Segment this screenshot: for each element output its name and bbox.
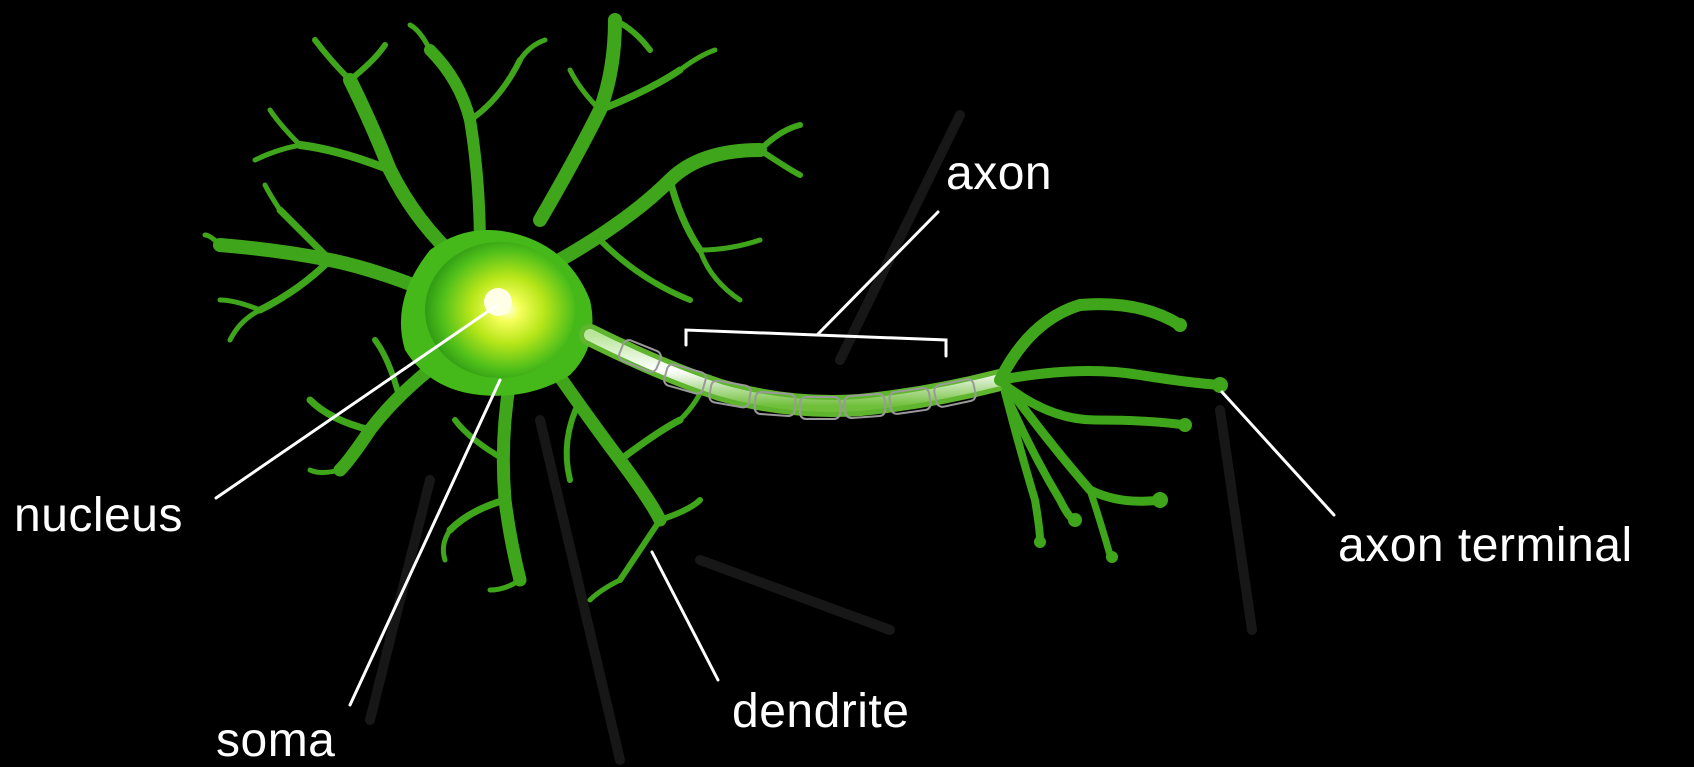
axon-bracket: [686, 330, 946, 356]
label-axon: axon: [946, 150, 1052, 198]
label-nucleus: nucleus: [14, 492, 183, 540]
terminal-knobs: [1034, 318, 1228, 563]
label-soma: soma: [216, 717, 335, 765]
dendrite-leader: [652, 552, 718, 680]
nucleus-leader: [216, 306, 496, 498]
leader-lines: [216, 212, 1334, 705]
label-axon-terminal: axon terminal: [1338, 522, 1633, 570]
label-dendrite: dendrite: [732, 688, 909, 736]
axon-leader: [818, 212, 938, 334]
axon-terminal-leader: [1222, 392, 1334, 515]
